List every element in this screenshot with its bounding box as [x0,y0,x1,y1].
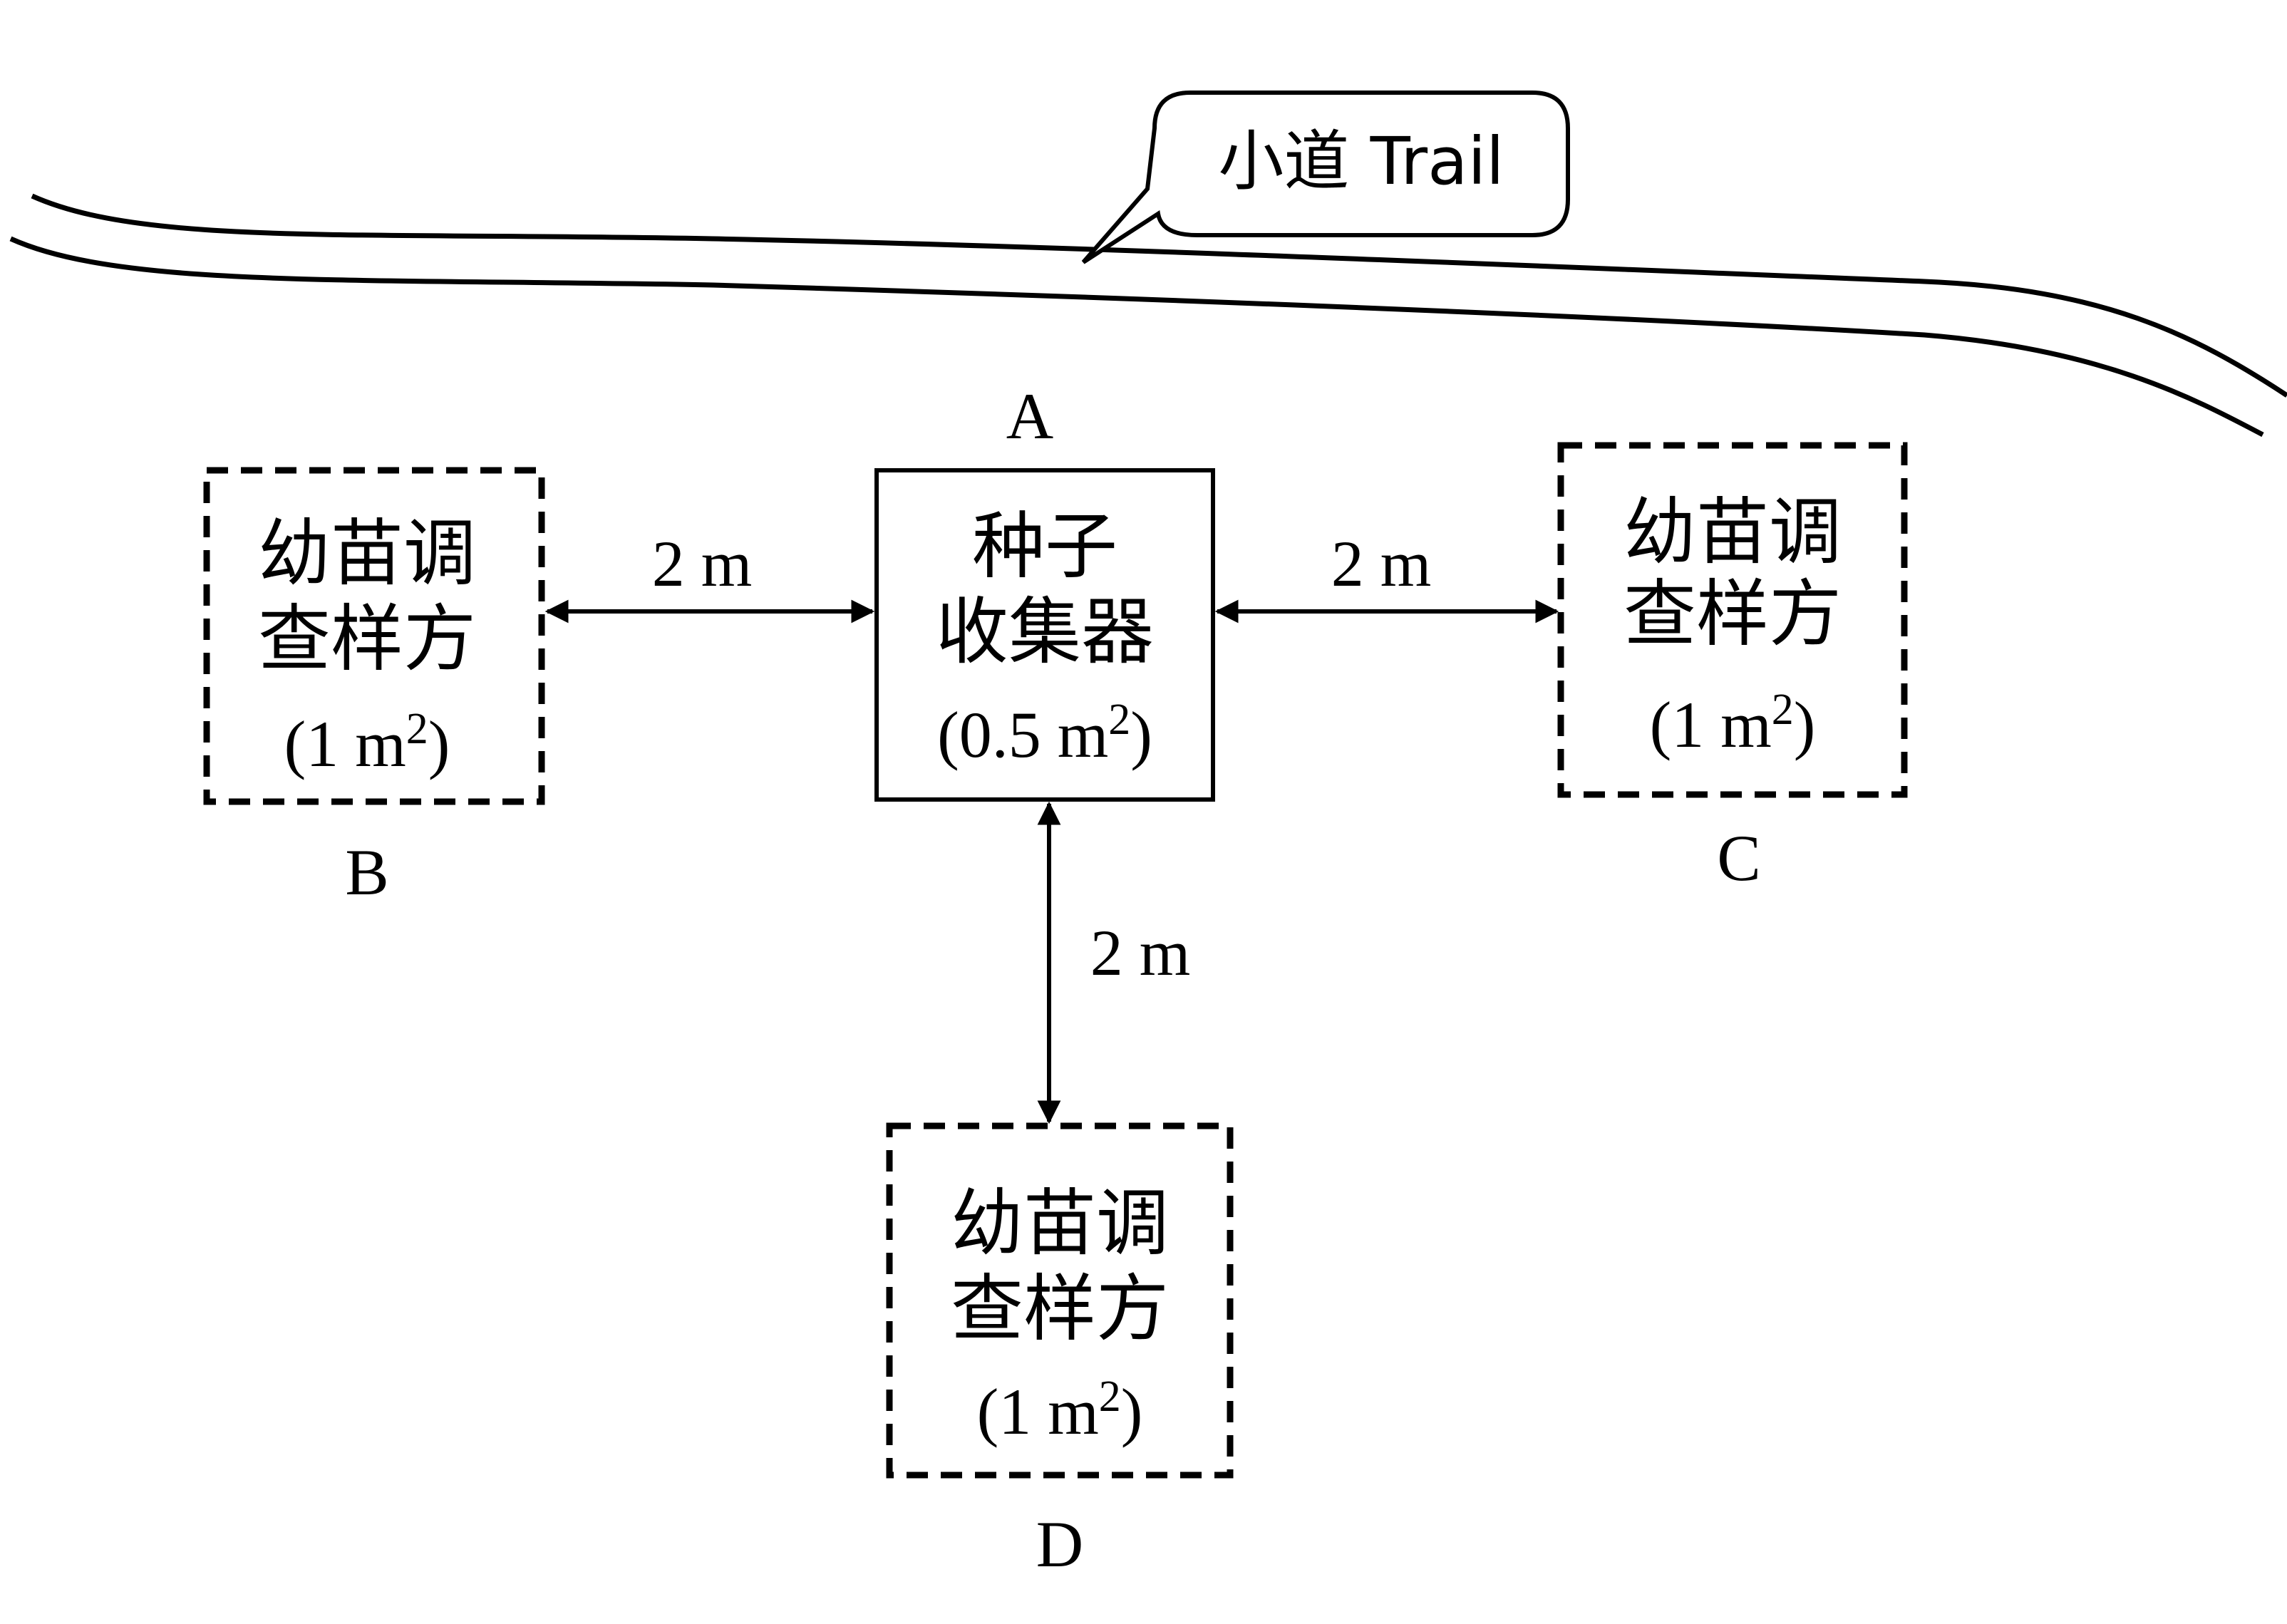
trail [9,193,2287,438]
trail-edge-lower [9,236,2264,438]
plot-d-letter: D [1036,1508,1083,1581]
plot-d-line2: 查样方 [951,1267,1169,1352]
distance-left-label: 2 m [652,527,753,600]
distance-right: 2 m [1214,527,1559,624]
plot-c-box [1557,442,1908,798]
plot-c-letter: C [1717,822,1760,894]
plot-d: 幼苗调 查样方 (1 m2) D [886,1122,1234,1581]
plot-b-area: (1 m2) [284,705,450,780]
collector-box [874,468,1215,802]
distance-down: 2 m [1037,801,1191,1124]
plot-b-letter: B [345,836,388,909]
plot-b-line1: 幼苗调 [258,512,476,596]
trail-callout: 小道 Trail [1081,90,1570,264]
plot-b-line2: 查样方 [258,597,476,682]
distance-down-label: 2 m [1090,916,1191,989]
collector-letter: A [1006,380,1053,452]
seed-collector-a: A 种子 收集器 (0.5 m2) [874,380,1215,802]
plot-b-box [203,467,545,805]
callout-bubble [1081,90,1570,264]
collector-line2: 收集器 [936,590,1154,675]
plot-c-line1: 幼苗调 [1623,490,1842,575]
plot-c: 幼苗调 查样方 (1 m2) C [1557,442,1908,894]
plot-b: 幼苗调 查样方 (1 m2) B [203,467,545,909]
plot-d-line1: 幼苗调 [951,1181,1169,1266]
plot-d-box [886,1122,1234,1479]
plot-d-area: (1 m2) [977,1372,1143,1448]
distance-left: 2 m [544,527,875,624]
distance-right-label: 2 m [1331,527,1432,600]
plot-c-area: (1 m2) [1650,686,1816,761]
plot-c-line2: 查样方 [1623,572,1842,657]
collector-line1: 种子 [972,505,1117,589]
trail-label: 小道 Trail [1218,123,1504,200]
collector-area: (0.5 m2) [937,695,1152,771]
trail-edge-upper [31,193,2287,398]
